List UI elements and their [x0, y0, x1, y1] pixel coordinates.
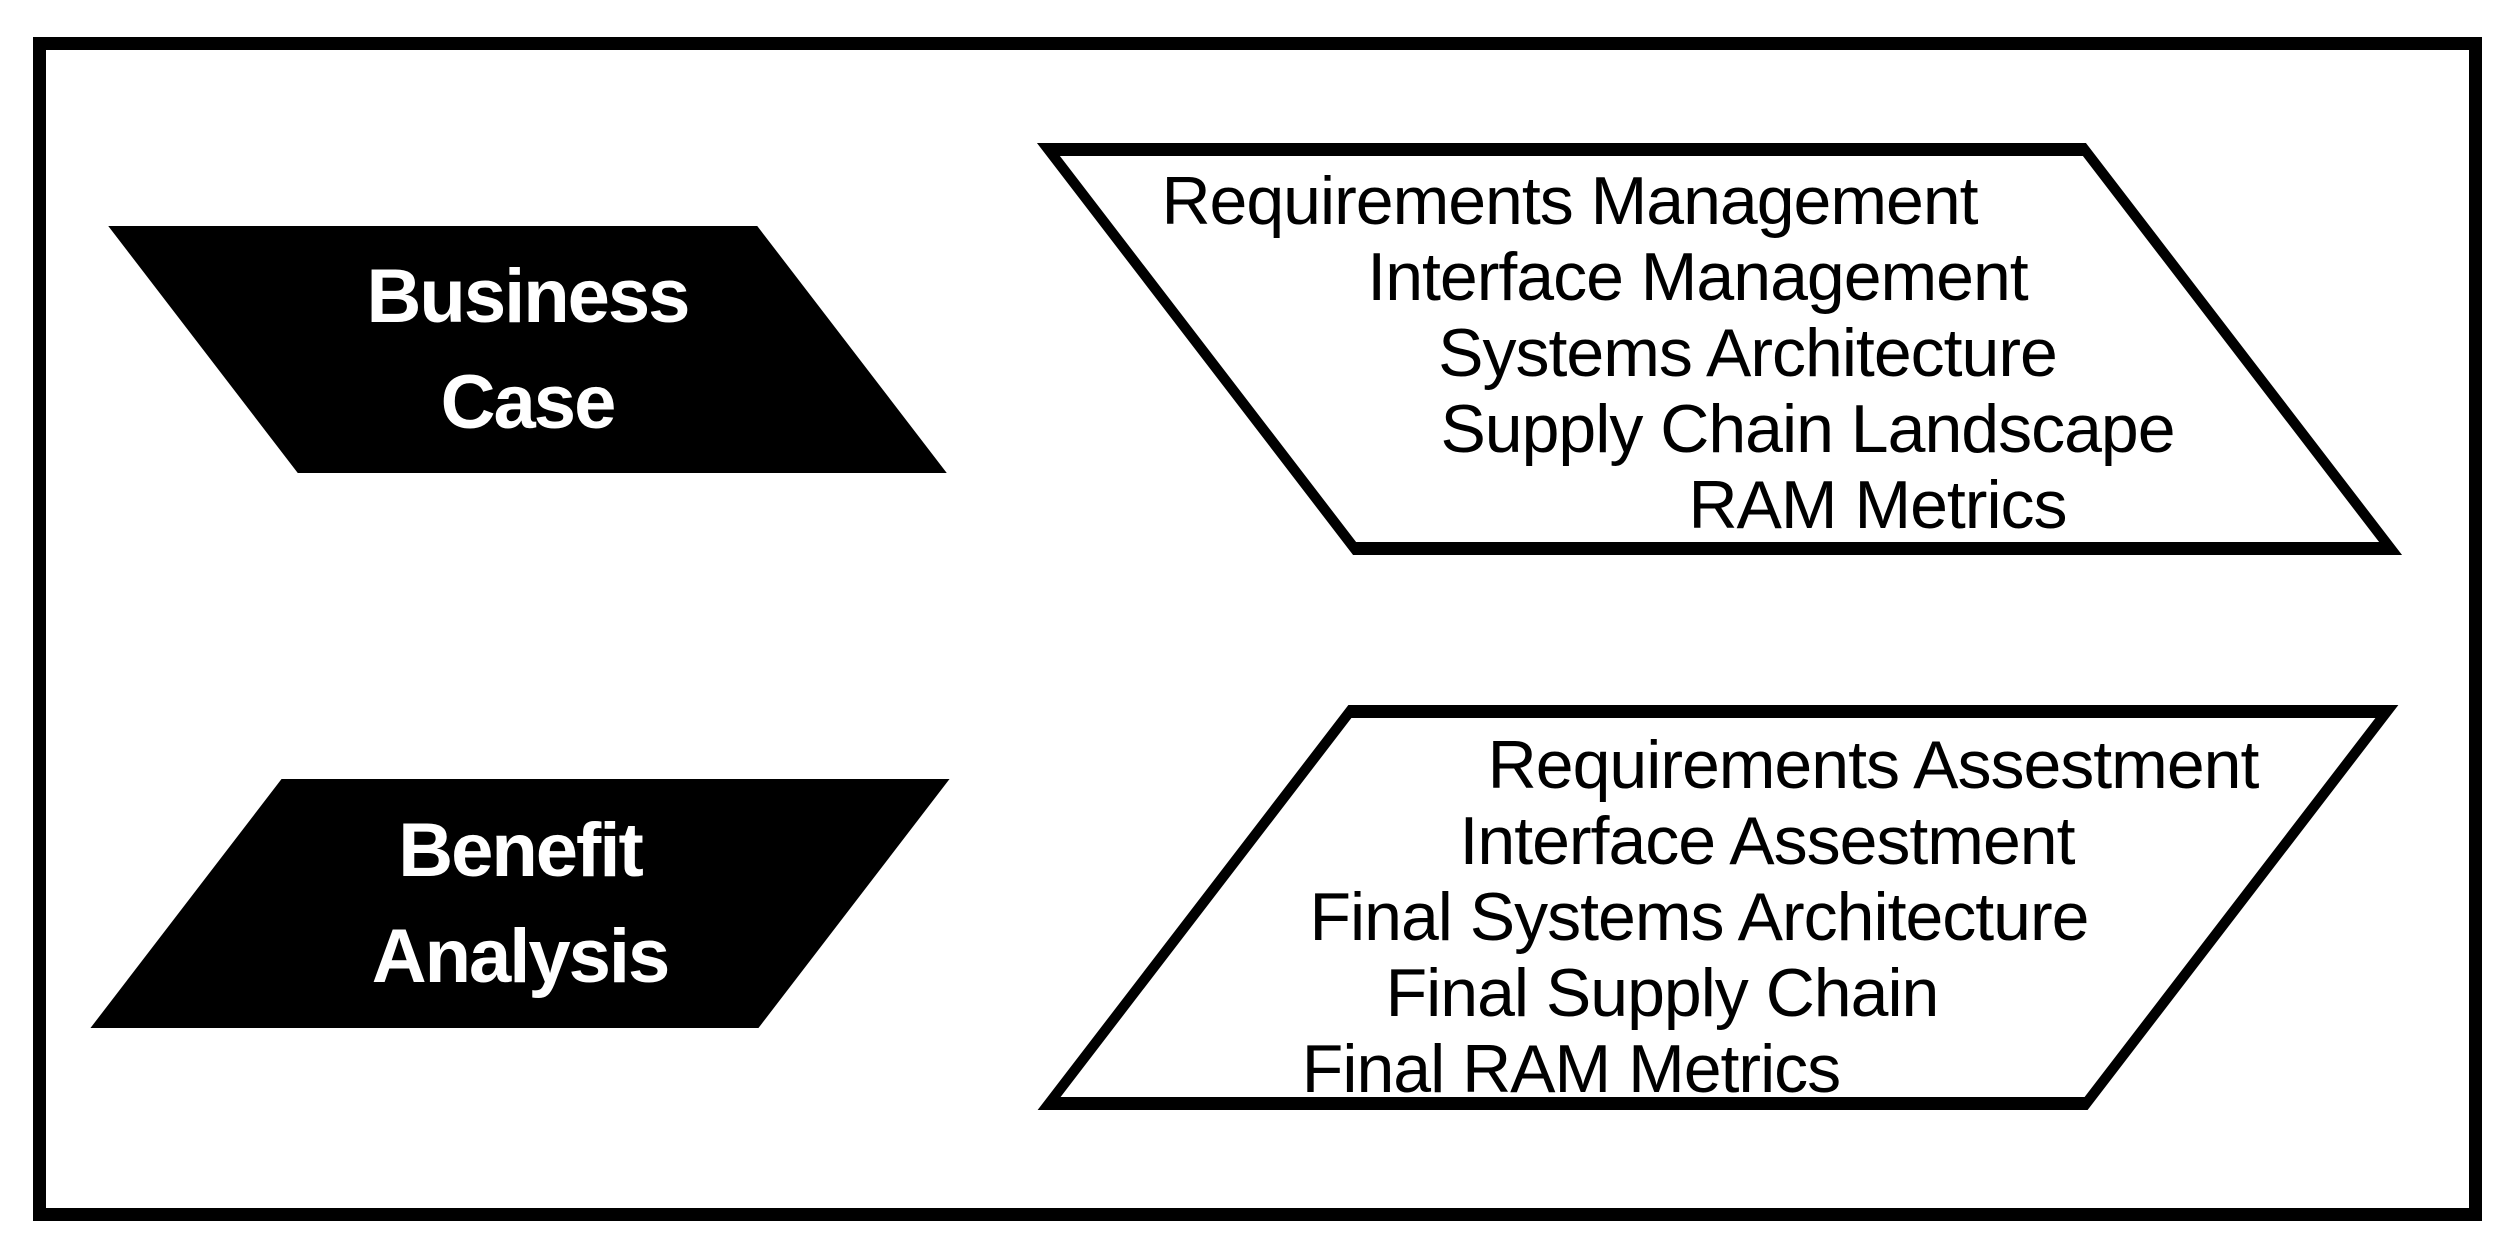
stage-benefit-analysis-shape: Benefit Analysis	[90, 779, 950, 1028]
stage-label-line: Benefit	[398, 807, 642, 893]
stage-label-line: Analysis	[371, 913, 669, 999]
output-item: Interface Assestment	[1459, 802, 2075, 879]
stage-label-line: Case	[440, 359, 615, 445]
output-item: Requirements Assestment	[1487, 726, 2259, 803]
stage-label-line: Business	[366, 253, 689, 339]
stage-benefit-analysis-label: Benefit Analysis	[186, 779, 854, 1028]
stage-business-case-label: Business Case	[203, 226, 852, 473]
outputs-benefit-analysis-list: Requirements Assestment Interface Assest…	[1206, 718, 2259, 1107]
output-item: Final Supply Chain	[1385, 954, 1939, 1031]
output-item: Requirements Management	[1161, 163, 1978, 239]
output-item: Final Systems Architecture	[1309, 878, 2089, 955]
output-item: RAM Metrics	[1688, 467, 2067, 543]
output-item: Supply Chain Landscape	[1440, 391, 2175, 467]
outputs-business-case-shape: Requirements Management Interface Manage…	[1036, 143, 2403, 555]
output-item: Interface Management	[1367, 239, 2028, 315]
outputs-business-case-list: Requirements Management Interface Manage…	[1161, 156, 2231, 543]
output-item: Final RAM Metrics	[1301, 1030, 1841, 1107]
output-item: Systems Architecture	[1438, 315, 2057, 391]
outputs-benefit-analysis-shape: Requirements Assestment Interface Assest…	[1037, 705, 2399, 1110]
stage-business-case-shape: Business Case	[108, 226, 947, 473]
